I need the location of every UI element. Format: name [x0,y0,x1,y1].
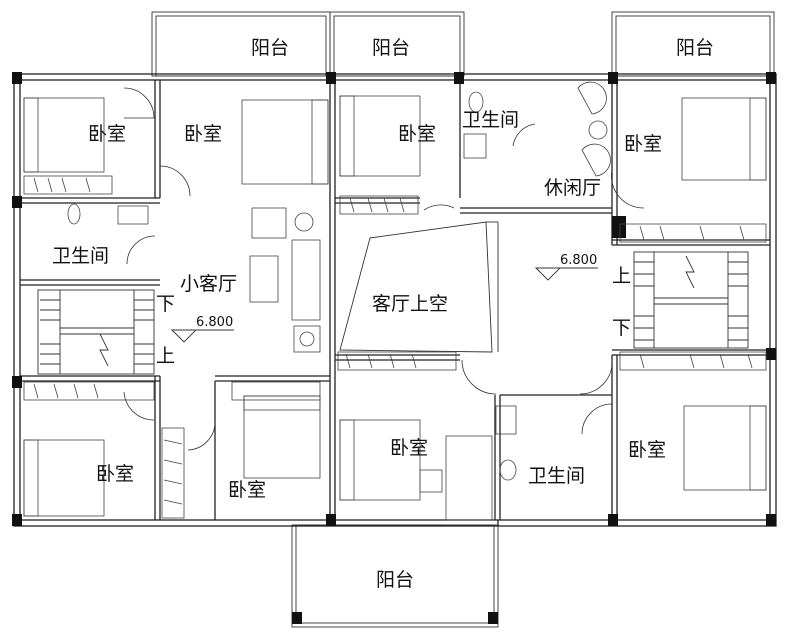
label-stair-left-up: 上 [156,345,175,367]
interior-walls [20,80,770,520]
stair-left [37,289,155,375]
label-balcony-top-right: 阳台 [676,37,714,59]
balcony-top-mid [329,11,465,77]
label-bedroom-br: 卧室 [628,439,666,461]
desk [419,435,493,521]
label-bedroom-bc: 卧室 [390,437,428,459]
label-balcony-top-mid: 阳台 [372,37,410,59]
elevation-marker-left: 6.800 [170,315,234,343]
label-bath-bottom: 卫生间 [528,465,585,487]
elevation-marker-right: 6.800 [534,253,598,281]
label-balcony-bottom: 阳台 [376,569,414,591]
leisure-furniture [577,81,611,177]
label-bedroom-bm: 卧室 [228,479,266,501]
beds [23,95,767,517]
label-leisure-hall: 休闲厅 [544,177,601,199]
balcony-top-left [151,11,331,77]
label-bedroom-tl1: 卧室 [88,123,126,145]
label-bedroom-tr: 卧室 [624,133,662,155]
label-bath-left: 卫生间 [52,245,109,267]
label-stair-right-up: 上 [612,265,631,287]
label-stair-right-down: 下 [612,317,631,339]
outer-walls [13,73,777,527]
small-living-furniture [249,207,321,353]
wardrobes [23,175,767,519]
label-small-living: 小客厅 [180,273,237,295]
label-elevation-right: 6.800 [560,253,597,268]
pillars [12,72,776,624]
label-living-void: 客厅上空 [372,293,448,315]
label-bath-top: 卫生间 [462,109,519,131]
balcony-top-right [611,11,775,77]
label-stair-left-down: 下 [156,293,175,315]
label-bedroom-bl: 卧室 [96,463,134,485]
stair-right [633,251,749,349]
label-balcony-top-left: 阳台 [251,37,289,59]
label-bedroom-tl2: 卧室 [184,123,222,145]
doors [123,87,645,451]
label-elevation-left: 6.800 [196,315,233,330]
balcony-bottom [291,524,499,628]
living-void [339,221,499,353]
label-bedroom-tm: 卧室 [398,123,436,145]
sanitary-fixtures [67,91,517,481]
